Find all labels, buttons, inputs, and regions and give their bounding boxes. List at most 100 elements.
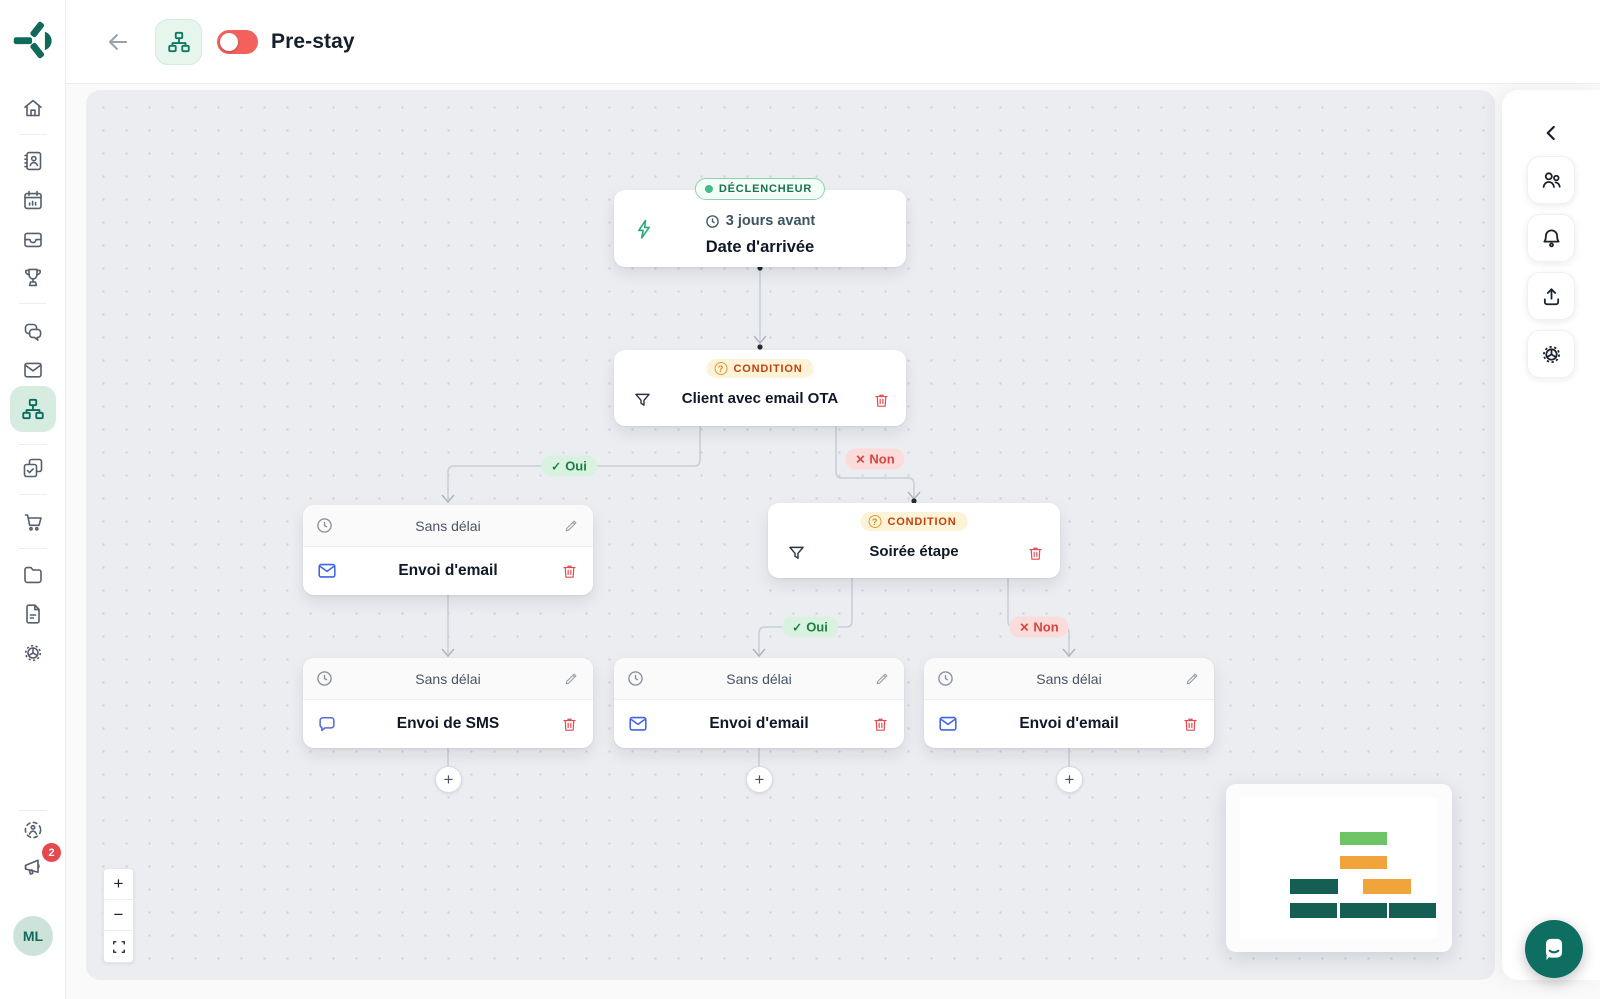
clock-icon: [316, 517, 333, 534]
toggle-knob: [220, 32, 238, 51]
trigger-badge: DÉCLENCHEUR: [694, 178, 826, 200]
minimap-trigger-bar: [1340, 832, 1387, 845]
delay-label: Sans délai: [1036, 670, 1102, 687]
x-icon: ✕: [855, 452, 866, 466]
add-step-button[interactable]: +: [435, 766, 462, 793]
minimap-action-bar: [1290, 903, 1337, 918]
edit-pencil-icon[interactable]: [874, 670, 891, 687]
lightning-icon: [632, 217, 656, 241]
chat-launcher-button[interactable]: [1525, 920, 1583, 978]
condition-node-2[interactable]: ? CONDITION Soirée étape: [768, 503, 1060, 578]
branch-label-yes: ✓Oui: [782, 616, 838, 638]
calendar-stats-icon[interactable]: [21, 188, 45, 212]
workflow-minimap[interactable]: [1226, 784, 1452, 952]
email-icon: [937, 713, 959, 735]
delete-trash-icon[interactable]: [560, 715, 579, 734]
canvas-zoom-controls: + −: [103, 868, 134, 963]
sidebar-divider: [19, 303, 47, 304]
clock-icon: [937, 670, 954, 687]
status-dot-icon: [704, 185, 713, 193]
delete-trash-icon[interactable]: [872, 391, 891, 410]
trophy-icon[interactable]: [21, 265, 45, 289]
sidebar-divider: [19, 548, 47, 549]
document-icon[interactable]: [21, 602, 45, 626]
filter-funnel-icon: [632, 390, 653, 411]
action-title: Envoi d'email: [709, 715, 809, 732]
inbox-icon[interactable]: [21, 227, 45, 251]
filter-funnel-icon: [786, 543, 807, 564]
tasks-icon[interactable]: [21, 456, 45, 480]
sms-bubble-icon: [316, 713, 338, 735]
action-node-sms[interactable]: Sans délai Envoi de SMS: [303, 658, 593, 748]
sidebar-divider: [19, 810, 47, 811]
minimap-action-bar: [1340, 903, 1387, 918]
workflow-active-toggle[interactable]: [217, 29, 258, 54]
edit-pencil-icon[interactable]: [1184, 670, 1201, 687]
page-title: Pre-stay: [271, 29, 355, 53]
action-title: Envoi d'email: [398, 562, 498, 579]
minimap-action-bar: [1290, 879, 1338, 894]
right-tool-panel: [1502, 90, 1600, 980]
minimap-viewport: [1240, 798, 1438, 938]
fit-view-button[interactable]: [104, 931, 133, 962]
delete-trash-icon[interactable]: [1026, 544, 1045, 563]
notifications-bell-button[interactable]: [1527, 214, 1575, 262]
announcements-megaphone-icon[interactable]: [21, 855, 45, 879]
edit-pencil-icon[interactable]: [563, 517, 580, 534]
delete-trash-icon[interactable]: [871, 715, 890, 734]
trigger-timing: 3 jours avant: [705, 213, 815, 229]
settings-gear-icon[interactable]: [21, 641, 45, 665]
delay-label: Sans délai: [415, 517, 481, 534]
back-arrow-icon[interactable]: [105, 29, 131, 55]
branch-label-yes: ✓Oui: [541, 455, 597, 477]
action-node-email-1[interactable]: Sans délai Envoi d'email: [303, 505, 593, 595]
action-title: Envoi d'email: [1019, 715, 1119, 732]
condition-title: Client avec email OTA: [681, 390, 839, 407]
sidebar-divider: [19, 134, 47, 135]
collapse-chevron-icon[interactable]: [1538, 120, 1564, 146]
top-header: Pre-stay: [66, 0, 1600, 84]
workflow-type-button[interactable]: [155, 18, 202, 65]
condition-badge: ? CONDITION: [860, 512, 968, 531]
action-node-email-2[interactable]: Sans délai Envoi d'email: [614, 658, 904, 748]
delay-label: Sans délai: [726, 670, 792, 687]
sidebar: 2 ML: [0, 0, 66, 999]
audience-users-button[interactable]: [1527, 156, 1575, 204]
export-upload-button[interactable]: [1527, 272, 1575, 320]
minimap-condition-bar: [1363, 879, 1411, 894]
user-avatar[interactable]: ML: [13, 916, 53, 956]
add-step-button[interactable]: +: [746, 766, 773, 793]
chat-icon[interactable]: [21, 320, 45, 344]
trigger-node[interactable]: DÉCLENCHEUR 3 jours avant Date d'arrivée: [614, 178, 906, 267]
notification-badge: 2: [42, 843, 61, 862]
zoom-out-button[interactable]: −: [104, 900, 133, 931]
action-node-email-3[interactable]: Sans délai Envoi d'email: [924, 658, 1214, 748]
clock-icon: [316, 670, 333, 687]
clock-icon: [705, 214, 719, 228]
branch-label-no: ✕Non: [1009, 616, 1069, 638]
zoom-in-button[interactable]: +: [104, 869, 133, 900]
mail-icon[interactable]: [21, 358, 45, 382]
folder-icon[interactable]: [21, 563, 45, 587]
question-circle-icon: ?: [714, 362, 728, 375]
settings-gear-button[interactable]: [1527, 330, 1575, 378]
action-title: Envoi de SMS: [396, 715, 500, 732]
sidebar-item-workflows[interactable]: [10, 386, 56, 432]
condition-title: Soirée étape: [869, 543, 959, 560]
condition-node-1[interactable]: ? CONDITION Client avec email OTA: [614, 350, 906, 426]
question-circle-icon: ?: [868, 515, 882, 528]
clock-icon: [627, 670, 644, 687]
trigger-title: Date d'arrivée: [705, 237, 815, 256]
edit-pencil-icon[interactable]: [563, 670, 580, 687]
add-step-button[interactable]: +: [1056, 766, 1083, 793]
delete-trash-icon[interactable]: [1181, 715, 1200, 734]
delete-trash-icon[interactable]: [560, 562, 579, 581]
contacts-icon[interactable]: [21, 149, 45, 173]
email-icon: [627, 713, 649, 735]
cart-icon[interactable]: [21, 510, 45, 534]
sidebar-divider: [19, 444, 47, 445]
check-icon: ✓: [792, 620, 803, 634]
focus-target-icon[interactable]: [21, 818, 45, 842]
home-icon[interactable]: [21, 96, 45, 120]
condition-badge: ? CONDITION: [706, 359, 814, 378]
